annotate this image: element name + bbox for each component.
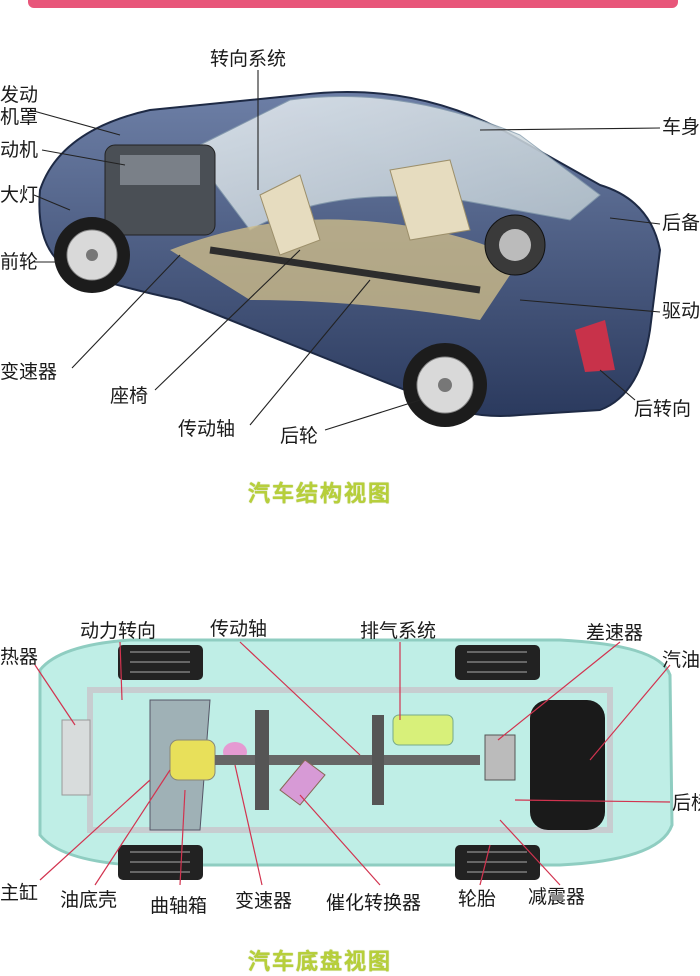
label-drive: 驱动 bbox=[662, 300, 700, 322]
label-transmission-chassis: 变速器 bbox=[235, 890, 292, 912]
label-radiator: 热器 bbox=[0, 646, 38, 668]
caption-structure-view: 汽车结构视图 bbox=[248, 476, 392, 508]
label-rear-wheel: 后轮 bbox=[280, 425, 318, 447]
label-tire: 轮胎 bbox=[458, 888, 496, 910]
label-steering-system: 转向系统 bbox=[210, 48, 286, 70]
label-fuel-tank: 汽油 bbox=[662, 649, 700, 671]
label-power-steering: 动力转向 bbox=[80, 620, 156, 642]
car-structure-illustration bbox=[0, 0, 700, 480]
label-headlight: 大灯 bbox=[0, 184, 38, 206]
differential-graphic bbox=[485, 735, 515, 780]
label-engine: 动机 bbox=[0, 139, 38, 161]
label-front-wheel: 前轮 bbox=[0, 251, 38, 273]
label-seat: 座椅 bbox=[110, 385, 148, 407]
label-drive-shaft: 传动轴 bbox=[178, 418, 235, 440]
rear-wheel-graphic bbox=[403, 343, 487, 427]
label-body: 车身 bbox=[662, 116, 700, 138]
caption-chassis-view: 汽车底盘视图 bbox=[248, 944, 392, 976]
front-wheel-graphic bbox=[54, 217, 130, 293]
radiator-graphic bbox=[62, 720, 90, 795]
transmission-graphic bbox=[170, 740, 215, 780]
label-transmission: 变速器 bbox=[0, 361, 57, 383]
exhaust-muffler-graphic bbox=[393, 715, 453, 745]
label-exhaust-system: 排气系统 bbox=[360, 620, 436, 642]
label-crankcase: 曲轴箱 bbox=[150, 895, 207, 917]
label-oil-pan: 油底壳 bbox=[60, 889, 117, 911]
label-master-cylinder: 主缸 bbox=[0, 882, 38, 904]
label-rear-axle: 后桥 bbox=[672, 792, 700, 814]
label-differential: 差速器 bbox=[586, 622, 643, 644]
fuel-tank-graphic bbox=[530, 700, 605, 830]
label-catalytic-converter: 催化转换器 bbox=[326, 892, 421, 914]
chassis-illustration bbox=[0, 560, 700, 940]
label-trunk: 后备 bbox=[662, 212, 700, 234]
label-engine-hood: 发动 机罩 bbox=[0, 84, 38, 128]
label-drive-shaft-chassis: 传动轴 bbox=[210, 618, 267, 640]
label-rear-steering: 后转向 bbox=[634, 398, 691, 420]
label-shock-absorber: 减震器 bbox=[528, 886, 585, 908]
